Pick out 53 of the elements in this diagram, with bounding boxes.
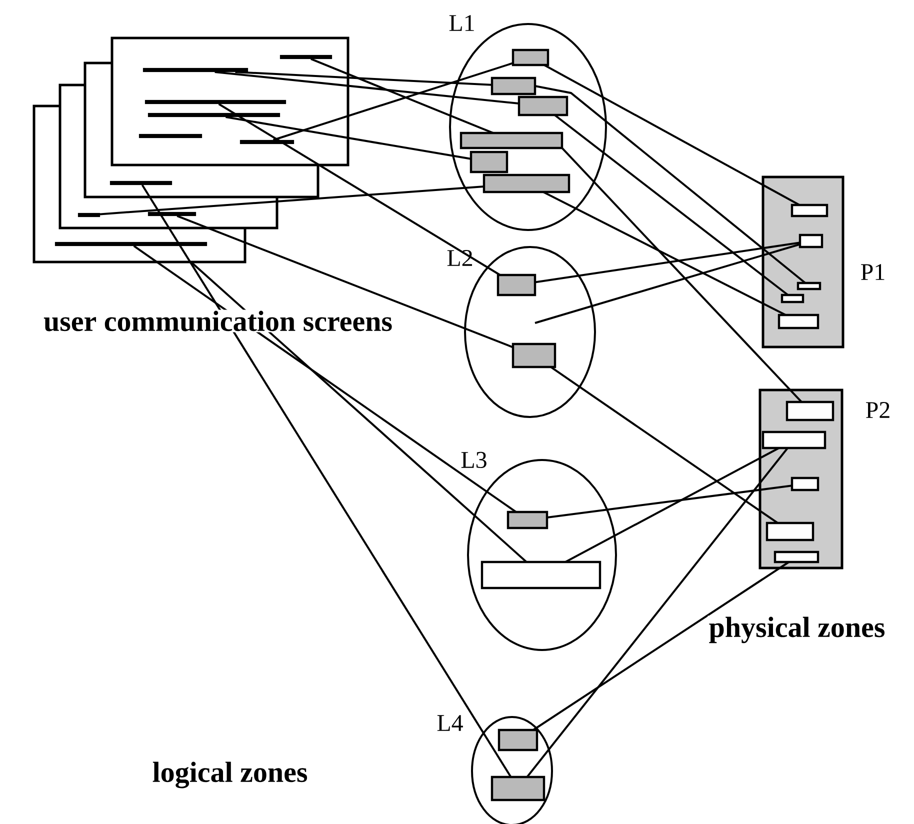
connector-line <box>544 64 800 206</box>
zone-box <box>766 522 814 542</box>
zone-box <box>496 274 536 296</box>
zone-label: L1 <box>449 15 474 31</box>
zone-box <box>790 476 820 492</box>
zone-box <box>498 728 538 752</box>
connector-line <box>133 245 517 513</box>
connector-line <box>534 85 806 284</box>
zone-label: P1 <box>861 264 884 280</box>
connector-line <box>542 191 786 316</box>
zone-box <box>512 342 556 368</box>
zone-box <box>490 76 536 96</box>
connector-line <box>310 58 494 134</box>
connector-line <box>564 447 780 563</box>
connector-line <box>554 114 789 296</box>
zone-box <box>470 150 508 174</box>
connector-line <box>190 261 528 563</box>
caption: user communication screens <box>42 310 394 332</box>
zone-box <box>796 282 822 290</box>
connector-line <box>218 103 501 276</box>
screen-stack-drawing <box>32 36 350 264</box>
connector-line <box>214 71 520 104</box>
zone-label: P2 <box>866 402 890 418</box>
zone-box <box>506 510 548 530</box>
connector-line <box>235 70 492 86</box>
zone-box <box>480 560 602 590</box>
connector-line <box>532 561 790 731</box>
zone-box <box>512 48 550 66</box>
zone-box <box>518 96 568 116</box>
connector-line <box>550 366 778 524</box>
zone-box <box>780 294 804 304</box>
connector-line <box>141 184 512 778</box>
caption: logical zones <box>151 760 309 790</box>
zone-box <box>778 314 820 330</box>
zone-label: L3 <box>461 452 486 468</box>
connector-line <box>176 215 514 348</box>
zone-box <box>490 776 546 802</box>
zone-box <box>774 550 820 564</box>
zone-label: L2 <box>447 250 472 266</box>
caption: physical zones <box>708 616 886 644</box>
connector-line <box>534 242 800 284</box>
zone-box <box>798 234 824 248</box>
zone-box <box>790 204 828 218</box>
connector-line <box>272 62 514 141</box>
zone-box <box>762 430 826 450</box>
connector-line <box>526 447 788 778</box>
zone-box <box>482 174 570 194</box>
connector-line <box>546 484 792 518</box>
zone-label: L4 <box>437 715 463 731</box>
connector-line <box>534 243 800 324</box>
connector-line <box>226 116 472 160</box>
zone-box <box>786 400 834 422</box>
connector-line <box>100 186 484 216</box>
